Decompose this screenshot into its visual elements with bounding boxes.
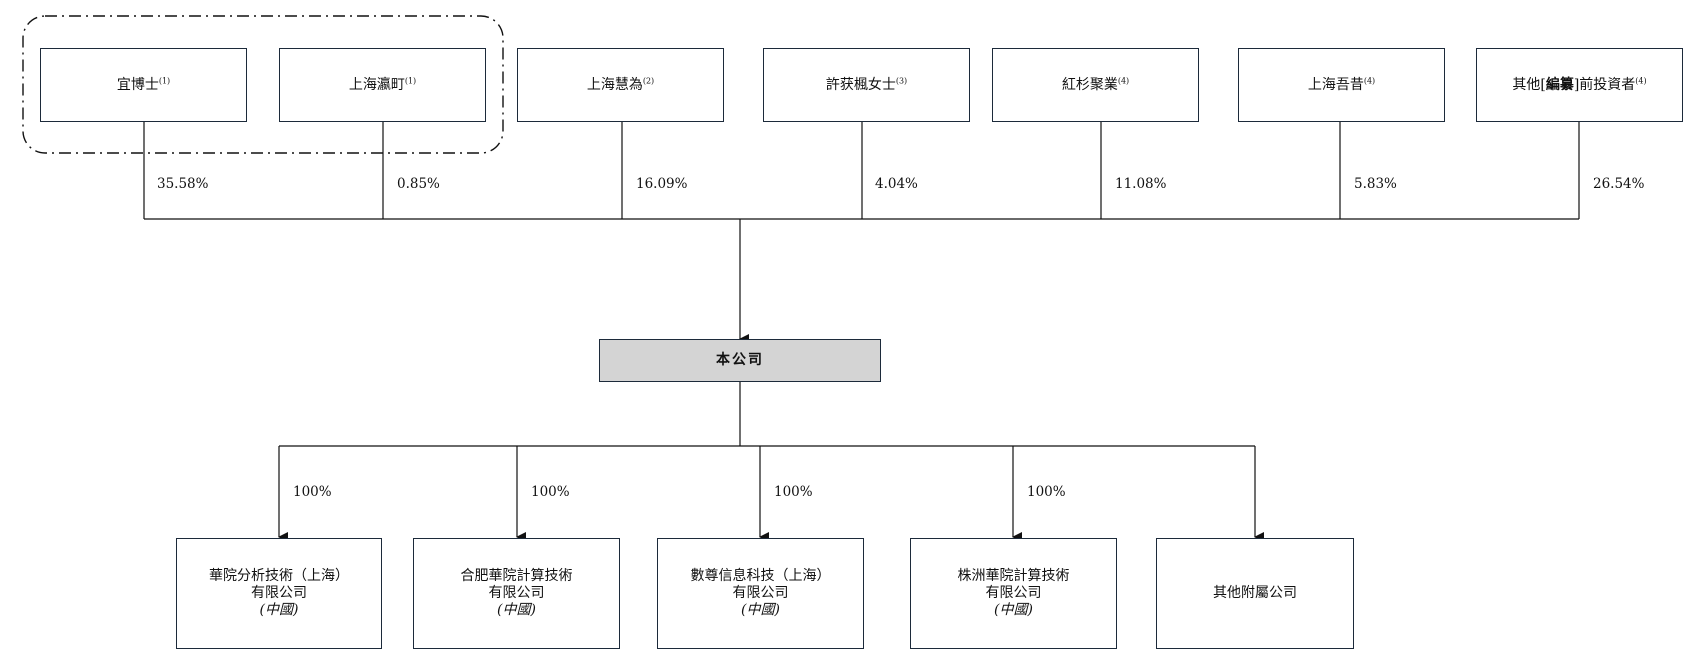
- subsidiary-jurisdiction: (中國): [994, 602, 1033, 618]
- subsidiary-box-1: 華院分析技術（上海） 有限公司 (中國): [176, 538, 382, 649]
- shareholder-box-6: 上海吾昔(4): [1238, 48, 1445, 122]
- shareholder-name: 紅杉聚業(4): [1061, 75, 1130, 93]
- shareholder-name: 許获楓女士(3): [825, 75, 908, 93]
- subsidiary-box-3: 數尊信息科技（上海） 有限公司 (中國): [657, 538, 864, 649]
- shareholder-name: 其他[編纂]前投資者(4): [1512, 75, 1647, 93]
- shareholder-box-7: 其他[編纂]前投資者(4): [1476, 48, 1683, 122]
- subsidiary-name-line2: 有限公司: [732, 585, 789, 601]
- subsidiary-name-line2: 有限公司: [985, 585, 1042, 601]
- subsidiary-name-line1: 合肥華院計算技術: [460, 568, 573, 584]
- subsidiary-box-5: 其他附屬公司: [1156, 538, 1354, 649]
- shareholding-pct-3: 16.09%: [636, 176, 688, 192]
- shareholder-box-2: 上海瀛町(1): [279, 48, 486, 122]
- shareholder-name: 宜博士(1): [116, 75, 171, 93]
- shareholder-name: 上海瀛町(1): [348, 75, 417, 93]
- subsidiary-name-line1: 華院分析技術（上海）: [209, 568, 349, 584]
- subsidiary-lines: [278, 382, 1264, 542]
- shareholder-box-4: 許获楓女士(3): [763, 48, 970, 122]
- subsidiary-box-4: 株洲華院計算技術 有限公司 (中國): [910, 538, 1117, 649]
- subsidiary-name-line1: 其他附屬公司: [1213, 585, 1297, 601]
- subsidiary-name-line2: 有限公司: [488, 585, 545, 601]
- shareholding-pct-7: 26.54%: [1593, 176, 1645, 192]
- subsidiary-name-line2: 有限公司: [251, 585, 307, 601]
- shareholder-box-5: 紅杉聚業(4): [992, 48, 1199, 122]
- shareholder-name: 上海慧為(2): [586, 75, 655, 93]
- subsidiary-jurisdiction: (中國): [497, 602, 536, 618]
- subsidiary-name-line1: 株洲華院計算技術: [957, 568, 1070, 584]
- shareholder-box-3: 上海慧為(2): [517, 48, 724, 122]
- subsidiary-jurisdiction: (中國): [259, 602, 299, 618]
- shareholder-box-1: 宜博士(1): [40, 48, 247, 122]
- shareholding-pct-1: 35.58%: [157, 176, 209, 192]
- group-boundary: [22, 15, 504, 154]
- shareholding-pct-6: 5.83%: [1354, 176, 1397, 192]
- shareholder-name: 上海吾昔(4): [1307, 75, 1376, 93]
- company-name: 本公司: [716, 352, 764, 368]
- subsidiary-pct-4: 100%: [1027, 484, 1066, 500]
- company-box: 本公司: [599, 339, 881, 382]
- shareholding-pct-2: 0.85%: [397, 176, 440, 192]
- subsidiary-jurisdiction: (中國): [741, 602, 780, 618]
- shareholding-pct-5: 11.08%: [1115, 176, 1167, 192]
- shareholder-lines: [143, 122, 1580, 344]
- subsidiary-pct-2: 100%: [531, 484, 570, 500]
- subsidiary-box-2: 合肥華院計算技術 有限公司 (中國): [413, 538, 620, 649]
- subsidiary-name-line1: 數尊信息科技（上海）: [690, 568, 831, 584]
- subsidiary-pct-3: 100%: [774, 484, 813, 500]
- shareholding-pct-4: 4.04%: [875, 176, 918, 192]
- subsidiary-pct-1: 100%: [293, 484, 332, 500]
